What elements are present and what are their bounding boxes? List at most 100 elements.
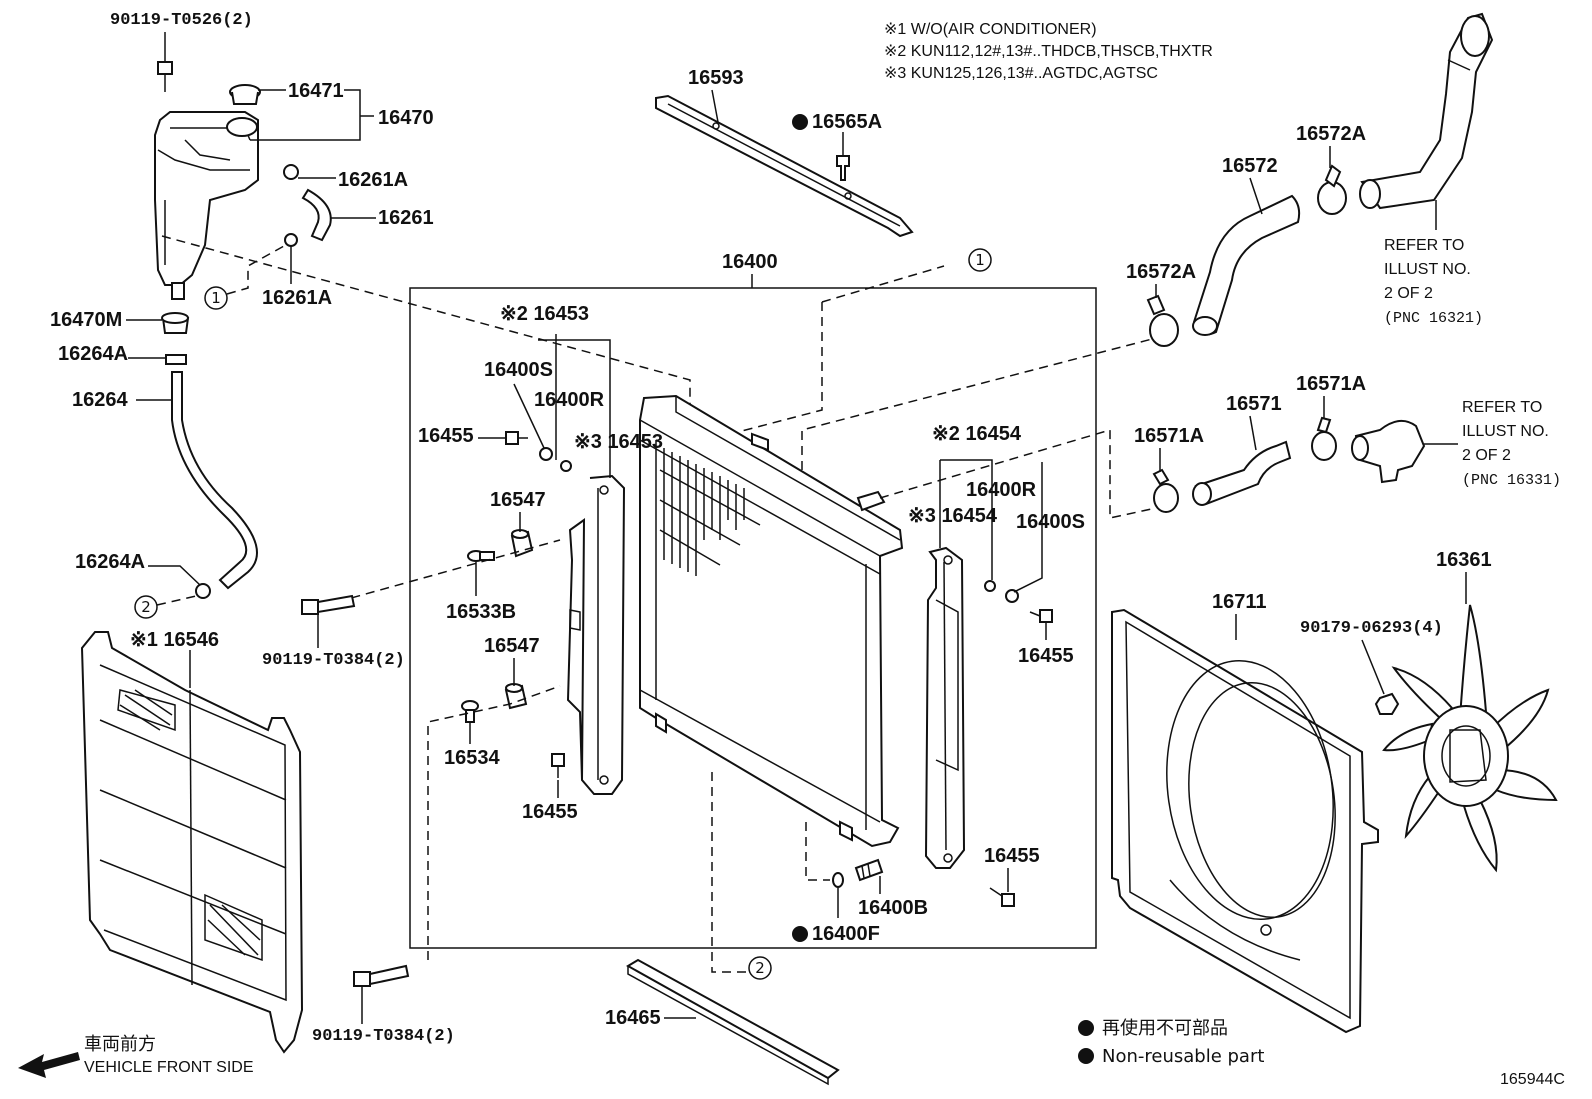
bracket-16454[interactable] bbox=[924, 546, 966, 869]
radiator-fins bbox=[659, 448, 761, 576]
label-16400B: 16400B bbox=[858, 897, 928, 919]
pin-16533B[interactable] bbox=[467, 550, 495, 562]
grommet-16400S-a[interactable] bbox=[539, 447, 553, 461]
label-16565A: 16565A bbox=[812, 111, 882, 133]
fan-shroud-16711[interactable] bbox=[1111, 608, 1379, 1034]
reservoir-cap[interactable] bbox=[229, 84, 261, 105]
clip-16565A[interactable] bbox=[836, 155, 850, 181]
label-16546: ※1 16546 bbox=[130, 629, 219, 651]
callout-1-top: 1 bbox=[968, 248, 992, 272]
vehicle-front-indicator: 車両前方 VEHICLE FRONT SIDE bbox=[18, 1034, 254, 1078]
front-arrow-icon bbox=[18, 1052, 80, 1078]
water-inlet[interactable] bbox=[1351, 419, 1426, 484]
legend-en: Non-reusable part bbox=[1102, 1046, 1264, 1067]
label-16454-a: ※2 16454 bbox=[932, 423, 1022, 445]
refer-note-lower: REFER TO ILLUST NO. 2 OF 2 (PNC 16331) bbox=[1462, 399, 1561, 489]
legend: 再使用不可部品 Non-reusable part bbox=[1078, 1018, 1264, 1067]
label-16571: 16571 bbox=[1226, 393, 1282, 415]
lower-hose-16571[interactable] bbox=[1192, 440, 1292, 506]
nut-90179-06293[interactable] bbox=[1374, 692, 1400, 715]
svg-text:REFER TO: REFER TO bbox=[1462, 399, 1542, 416]
label-90119-T0384-lower: 90119-T0384(2) bbox=[312, 1027, 455, 1046]
svg-text:ILLUST NO.: ILLUST NO. bbox=[1384, 261, 1471, 278]
clip-16264A-top[interactable] bbox=[165, 354, 187, 365]
clamp-16572A-right[interactable] bbox=[1317, 164, 1348, 215]
label-16453-a: ※2 16453 bbox=[500, 303, 589, 325]
diagram-id: 165944C bbox=[1500, 1071, 1565, 1088]
bolt-90119-T0384-upper[interactable] bbox=[301, 594, 356, 615]
label-90119-T0384-upper: 90119-T0384(2) bbox=[262, 651, 405, 670]
svg-text:REFER TO: REFER TO bbox=[1384, 237, 1464, 254]
label-16400F: 16400F bbox=[812, 923, 880, 945]
label-16261A-1: 16261A bbox=[338, 169, 408, 191]
label-16264A-1: 16264A bbox=[58, 343, 128, 365]
upper-hose-16572[interactable] bbox=[1192, 194, 1301, 336]
label-16534: 16534 bbox=[444, 747, 500, 769]
front-en: VEHICLE FRONT SIDE bbox=[84, 1059, 254, 1076]
label-16400: 16400 bbox=[722, 251, 778, 273]
label-16261A-2: 16261A bbox=[262, 287, 332, 309]
side-seal-16546[interactable] bbox=[80, 631, 304, 1054]
clamp-16572A-left[interactable] bbox=[1146, 294, 1180, 347]
label-90119-T0526: 90119-T0526(2) bbox=[110, 11, 253, 30]
svg-text:2 OF 2: 2 OF 2 bbox=[1384, 285, 1433, 302]
bolt-16455-c[interactable] bbox=[1029, 609, 1053, 623]
reservoir-tank[interactable] bbox=[154, 111, 259, 300]
water-outlet-pipe[interactable] bbox=[1359, 12, 1494, 210]
nut-16400R-a[interactable] bbox=[560, 460, 572, 472]
grommet-16470M[interactable] bbox=[161, 312, 190, 334]
reservoir-clamp[interactable] bbox=[283, 164, 300, 180]
cushion-16547-b[interactable] bbox=[504, 683, 528, 710]
callout-1-left: 1 bbox=[204, 286, 228, 310]
bolt-16455-a[interactable] bbox=[505, 431, 528, 445]
label-16711: 16711 bbox=[1212, 591, 1267, 613]
note-3: ※3 KUN125,126,13#..AGTDC,AGTSC bbox=[884, 65, 1158, 82]
svg-text:2: 2 bbox=[141, 598, 151, 616]
bolt-16455-b[interactable] bbox=[551, 753, 565, 778]
o-ring-16400F[interactable] bbox=[832, 872, 844, 888]
label-16593: 16593 bbox=[688, 67, 744, 89]
drain-cock-16400B[interactable] bbox=[854, 858, 884, 882]
clip-16264A-bottom[interactable] bbox=[195, 583, 211, 599]
svg-text:(PNC 16321): (PNC 16321) bbox=[1384, 310, 1483, 327]
radiator-core[interactable] bbox=[639, 394, 904, 848]
label-16465: 16465 bbox=[605, 1007, 661, 1029]
label-16453-b: ※3 16453 bbox=[574, 431, 663, 453]
reservoir-bolt[interactable] bbox=[157, 61, 173, 92]
clamp-16571A-right[interactable] bbox=[1311, 416, 1338, 461]
svg-text:2 OF 2: 2 OF 2 bbox=[1462, 447, 1511, 464]
reservoir-small-hose[interactable] bbox=[301, 188, 332, 242]
label-16547-b: 16547 bbox=[484, 635, 540, 657]
label-16533B: 16533B bbox=[446, 601, 516, 623]
label-16470: 16470 bbox=[378, 107, 434, 129]
grommet-16400S-b[interactable] bbox=[1005, 589, 1019, 603]
label-16572A-left: 16572A bbox=[1126, 261, 1196, 283]
seal-16465[interactable] bbox=[626, 958, 840, 1086]
cushion-16547-a[interactable] bbox=[510, 529, 534, 558]
bolt-16455-d[interactable] bbox=[989, 887, 1015, 907]
label-16400S-a: 16400S bbox=[484, 359, 553, 381]
label-16571A-right: 16571A bbox=[1296, 373, 1366, 395]
label-16261: 16261 bbox=[378, 207, 434, 229]
upper-support-16593[interactable] bbox=[655, 94, 914, 238]
svg-text:2: 2 bbox=[755, 959, 765, 977]
label-16361: 16361 bbox=[1436, 549, 1492, 571]
nut-16400R-b[interactable] bbox=[984, 580, 996, 592]
refer-note-upper: REFER TO ILLUST NO. 2 OF 2 (PNC 16321) bbox=[1384, 237, 1483, 327]
label-16455-c: 16455 bbox=[1018, 645, 1074, 667]
reservoir-hose-16264[interactable] bbox=[171, 371, 258, 590]
clamp-16571A-left[interactable] bbox=[1152, 468, 1180, 513]
front-jp: 車両前方 bbox=[84, 1034, 156, 1055]
reservoir-clamp-2[interactable] bbox=[284, 233, 298, 247]
label-16264: 16264 bbox=[72, 389, 128, 411]
note-2: ※2 KUN112,12#,13#..THDCB,THSCB,THXTR bbox=[884, 43, 1213, 60]
label-16471: 16471 bbox=[288, 80, 344, 102]
label-16400R-b: 16400R bbox=[966, 479, 1037, 501]
label-16400R-a: 16400R bbox=[534, 389, 605, 411]
legend-jp: 再使用不可部品 bbox=[1102, 1018, 1228, 1039]
label-16455-b: 16455 bbox=[522, 801, 578, 823]
bolt-90119-T0384-lower[interactable] bbox=[353, 964, 410, 987]
bracket-16453[interactable] bbox=[566, 474, 626, 795]
fan-16361[interactable] bbox=[1382, 604, 1558, 873]
label-16572: 16572 bbox=[1222, 155, 1278, 177]
